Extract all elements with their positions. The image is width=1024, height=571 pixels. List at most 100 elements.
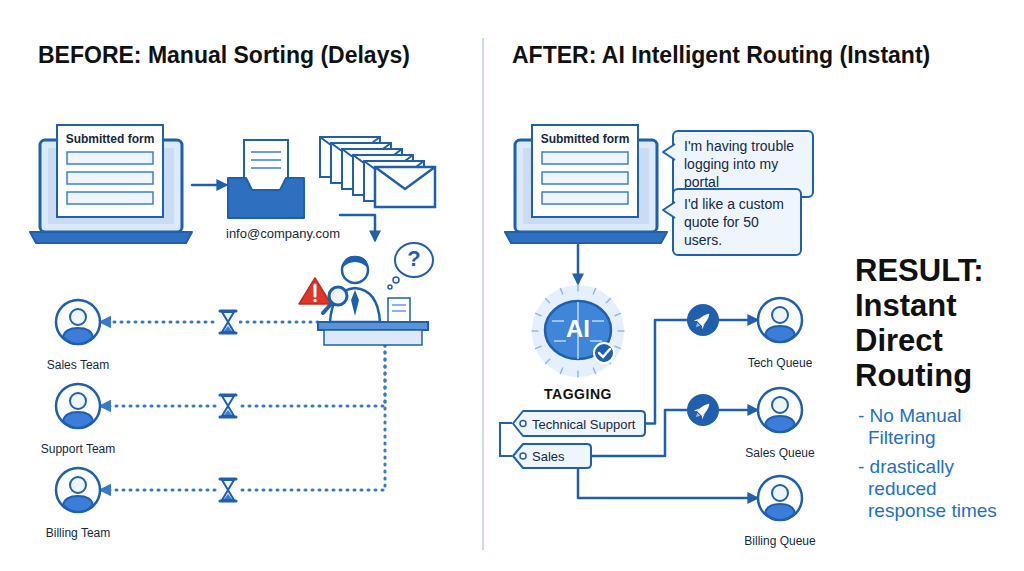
flow-arrow: [340, 215, 375, 240]
rocket-fin: [694, 316, 707, 329]
ai-ray: [536, 313, 542, 315]
ai-ray: [545, 298, 549, 302]
section-heading: AFTER: AI Intelligent Routing (Instant): [512, 42, 930, 69]
bubble-tail: [662, 202, 674, 218]
person-tie: [351, 290, 359, 316]
avatar-ring: [56, 300, 100, 344]
ai-ray: [545, 359, 549, 363]
hourglass-sand: [224, 410, 232, 415]
document-line: [251, 151, 281, 153]
team-label: Billing Team: [46, 526, 110, 540]
avatar-ring: [56, 384, 100, 428]
queue-icon: Tech Queue: [757, 296, 803, 370]
envelope-stack: [320, 137, 435, 207]
bubble-tail: [663, 144, 675, 160]
team-label: Billing Queue: [744, 534, 815, 548]
tag-text: Sales: [532, 449, 565, 464]
ai-ray: [560, 289, 562, 295]
hourglass-glass: [222, 396, 234, 416]
laptop-base: [30, 232, 192, 243]
laptop-base: [505, 232, 667, 243]
tag-hole: [520, 453, 526, 459]
email-address: info@company.com: [226, 226, 340, 241]
tag-bracket: [500, 423, 512, 456]
inbox-icon: info@company.com: [226, 138, 340, 246]
avatar-head: [70, 477, 86, 493]
rocket-icon: [692, 309, 714, 331]
rocket-fin: [694, 406, 707, 419]
thought-bubble: [395, 243, 433, 277]
hourglass-symbol: [217, 476, 239, 504]
magnifier-handle: [323, 303, 332, 313]
envelope-flap: [375, 167, 435, 189]
ai-ray: [560, 368, 562, 374]
form-field: [67, 172, 153, 184]
avatar-ring: [758, 298, 802, 342]
form-field: [67, 192, 153, 204]
rocket-flame: [695, 413, 701, 419]
warning-mark: [313, 299, 316, 302]
dotted-connector: [101, 345, 385, 406]
hourglass-frame: [220, 310, 236, 313]
rocket-icon: [692, 399, 714, 421]
team-icon: Billing Team: [55, 466, 101, 544]
section-heading: BEFORE: Manual Sorting (Delays): [38, 42, 410, 69]
form-card: [532, 125, 638, 217]
ai-ray: [593, 368, 595, 374]
message-text: I'm having trouble logging into my porta…: [684, 137, 802, 191]
form-card: [57, 125, 163, 217]
warning-symbol: [299, 278, 331, 304]
avatar-ring: [56, 468, 100, 512]
avatar-body: [765, 326, 795, 342]
team-label: Support Team: [41, 442, 116, 456]
paper-line: [392, 310, 406, 311]
avatar-ring: [758, 388, 802, 432]
ai-ray: [577, 285, 579, 291]
warning-triangle: [299, 278, 331, 304]
ai-ray: [618, 330, 624, 332]
question-mark: ?: [402, 246, 426, 272]
queue-icon: Sales Queue: [757, 386, 803, 460]
speech-bubble: I'd like a custom quote for 50 users.: [672, 188, 802, 256]
hourglass-glass: [222, 312, 234, 332]
form-field: [542, 172, 628, 184]
team-label: Tech Queue: [748, 356, 813, 370]
form-title: Submitted form: [57, 132, 163, 146]
ai-ray: [593, 289, 595, 295]
divider-line: [482, 38, 484, 550]
person-hair: [342, 256, 368, 268]
ai-ray: [615, 313, 621, 315]
form-title: Submitted form: [532, 132, 638, 146]
ai-ray: [532, 330, 538, 332]
magnifier-lens: [329, 287, 347, 305]
envelope-icon: [375, 167, 435, 207]
tagging-heading: TAGGING: [528, 386, 628, 402]
thought-dot: [393, 277, 399, 283]
form-field: [542, 152, 628, 164]
desk-top: [318, 322, 428, 330]
hourglass-backing: [217, 308, 239, 336]
team-label: Sales Team: [47, 358, 109, 372]
dotted-connector: [101, 321, 318, 324]
thought-dot: [388, 285, 392, 289]
avatar-head: [772, 397, 788, 413]
hourglass-frame: [220, 332, 236, 335]
category-tag: Technical Support: [512, 410, 646, 437]
document-line: [251, 159, 281, 161]
avatar-body: [765, 416, 795, 432]
queue-icon: Billing Queue: [757, 474, 803, 548]
bubble-tail: [663, 202, 675, 218]
team-label: Sales Queue: [745, 446, 814, 460]
avatar-head: [772, 307, 788, 323]
check-mark: [599, 349, 610, 357]
avatar-body: [63, 412, 93, 428]
avatar-head: [70, 309, 86, 325]
connector-group: [101, 185, 757, 498]
rocket-symbol: [687, 304, 719, 336]
paper-sheet: [388, 298, 410, 324]
hourglass-frame: [220, 394, 236, 397]
hourglass-frame: [220, 500, 236, 503]
rocket-badge: [687, 394, 719, 426]
form-field: [67, 152, 153, 164]
